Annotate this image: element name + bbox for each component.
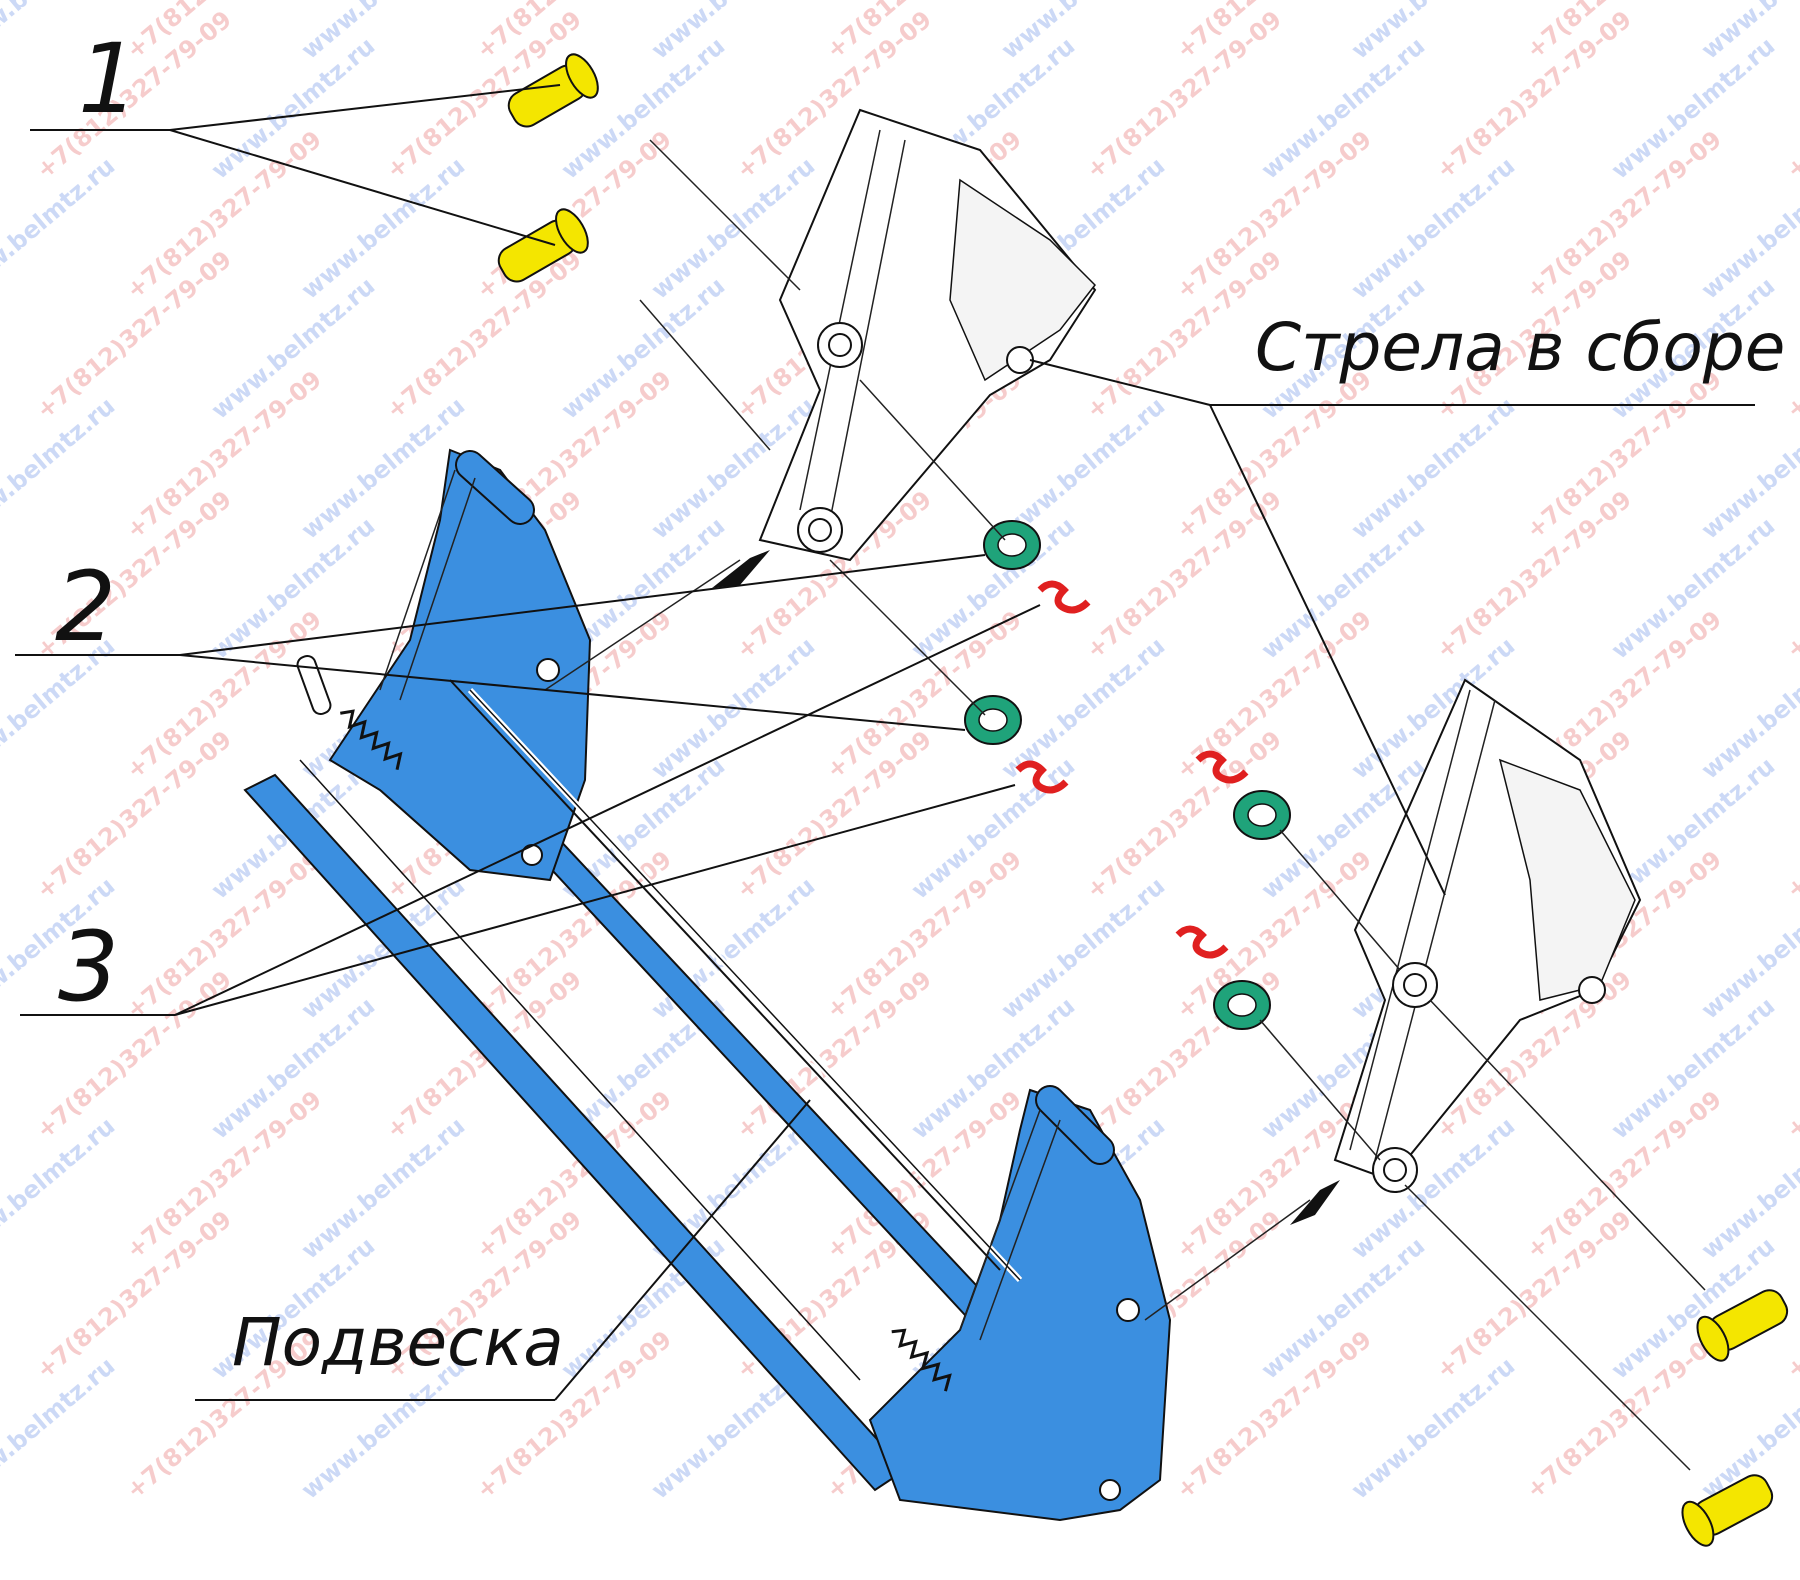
boom-bracket <box>949 178 1096 382</box>
watermark-site: www.belmtz.ru <box>1696 1112 1800 1265</box>
suspension-rod <box>299 759 861 1381</box>
watermark-site: www.belmtz.ru <box>1346 392 1520 545</box>
boom-assembly-upper <box>758 108 1097 562</box>
mount-hole <box>1099 1479 1121 1501</box>
axle-pin-icon <box>1696 1289 1789 1362</box>
washer-icon <box>1213 980 1271 1030</box>
watermark-site: www.belmtz.ru <box>296 1112 470 1265</box>
assembly-lines <box>544 139 1706 1471</box>
leader-2 <box>15 554 986 731</box>
suspension-upper-plate <box>328 448 592 882</box>
assembly-arrow <box>1290 1180 1340 1225</box>
watermark-site: www.belmtz.ru <box>646 872 820 1025</box>
boom-nut <box>1578 976 1606 1004</box>
watermark-site: www.belmtz.ru <box>296 0 470 65</box>
spring-cotter-icon <box>1195 750 1249 784</box>
latch-pin <box>296 654 332 716</box>
watermark-phone: +7(812)327-79-09 <box>1781 725 1800 904</box>
callout-label-3: 3 <box>58 911 119 1023</box>
suspension-rod <box>469 689 1021 1281</box>
watermark-site: www.belmtz.ru <box>996 872 1170 1025</box>
leader-suspension <box>195 1099 811 1401</box>
suspension-frame <box>243 448 1172 1522</box>
watermark-phone: +7(812)327-79-09 <box>1781 5 1800 184</box>
boom-assembly-label: Стрела в сборе <box>1255 309 1785 386</box>
watermark-phone: +7(812)327-79-09 <box>1781 485 1800 664</box>
washer-icon <box>1233 790 1291 840</box>
axle-pin-icon <box>1681 1474 1774 1547</box>
suspension-rod <box>449 679 1001 1271</box>
leader-1 <box>30 84 561 246</box>
lower-handle <box>959 1085 1115 1341</box>
watermark-site: www.belmtz.ru <box>1696 392 1800 545</box>
watermark-site: www.belmtz.ru <box>1696 872 1800 1025</box>
boom-nut <box>1006 346 1034 374</box>
watermark-site: www.belmtz.ru <box>1346 152 1520 305</box>
axle-pin-icon <box>507 53 599 128</box>
spring-cotter-icon <box>1015 760 1069 794</box>
suspension-label: Подвеска <box>232 1304 564 1381</box>
watermark-site: www.belmtz.ru <box>996 0 1170 65</box>
watermark-site: www.belmtz.ru <box>1346 0 1520 65</box>
washer-icon <box>983 520 1041 570</box>
watermark-site: www.belmtz.ru <box>1696 152 1800 305</box>
watermark-phone: +7(812)327-79-09 <box>1781 965 1800 1144</box>
watermark-site: www.belmtz.ru <box>1696 632 1800 785</box>
assembly-arrow <box>712 550 770 588</box>
axle-pin-icon <box>497 208 589 283</box>
watermark-site: www.belmtz.ru <box>996 632 1170 785</box>
spring-cotter-icon <box>1175 925 1229 959</box>
watermark-site: www.belmtz.ru <box>646 0 820 65</box>
callout-label-1: 1 <box>78 23 139 135</box>
upper-handle <box>379 450 535 701</box>
watermark-phone: +7(812)327-79-09 <box>1781 1205 1800 1384</box>
watermark-site: www.belmtz.ru <box>1346 1352 1520 1505</box>
mount-hole <box>536 658 560 682</box>
lower-spring <box>891 1328 952 1392</box>
leader-boom-assembly <box>1029 359 1755 896</box>
upper-spring <box>340 709 403 771</box>
spring-cotter-icon <box>1037 580 1091 614</box>
leader-3 <box>20 604 1041 1016</box>
mount-hole <box>1116 1298 1140 1322</box>
boom-assembly-lower <box>1333 678 1642 1193</box>
callout-label-2: 2 <box>55 551 116 663</box>
